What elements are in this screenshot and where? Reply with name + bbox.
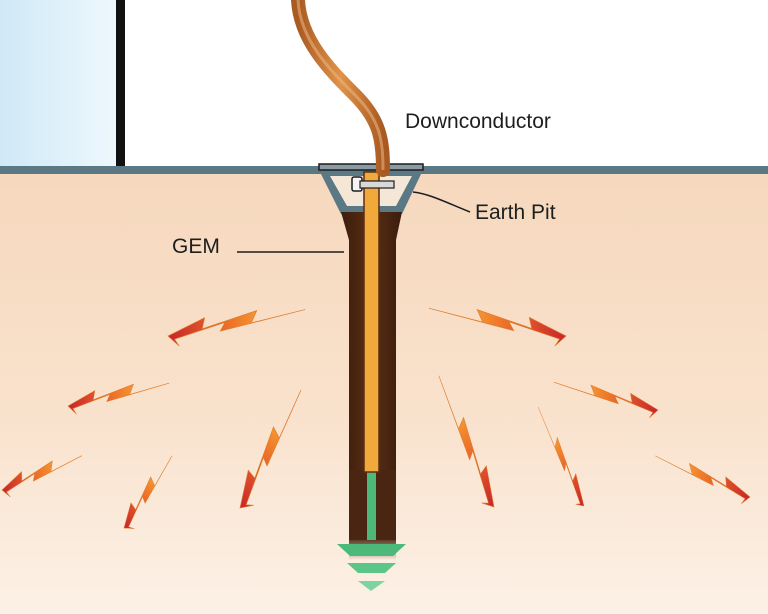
earth-rod — [363, 171, 380, 473]
wall-edge — [116, 0, 125, 170]
earth-pit-label: Earth Pit — [475, 201, 556, 224]
clamp-bolt — [351, 176, 395, 192]
earth-pit-leader — [412, 191, 471, 213]
downconductor-highlight — [296, 0, 385, 171]
sky-panel — [0, 0, 118, 170]
earth-wire — [367, 470, 376, 540]
gem-label: GEM — [172, 235, 220, 258]
downconductor-label: Downconductor — [405, 110, 551, 133]
earth-ground-icon — [337, 544, 406, 591]
